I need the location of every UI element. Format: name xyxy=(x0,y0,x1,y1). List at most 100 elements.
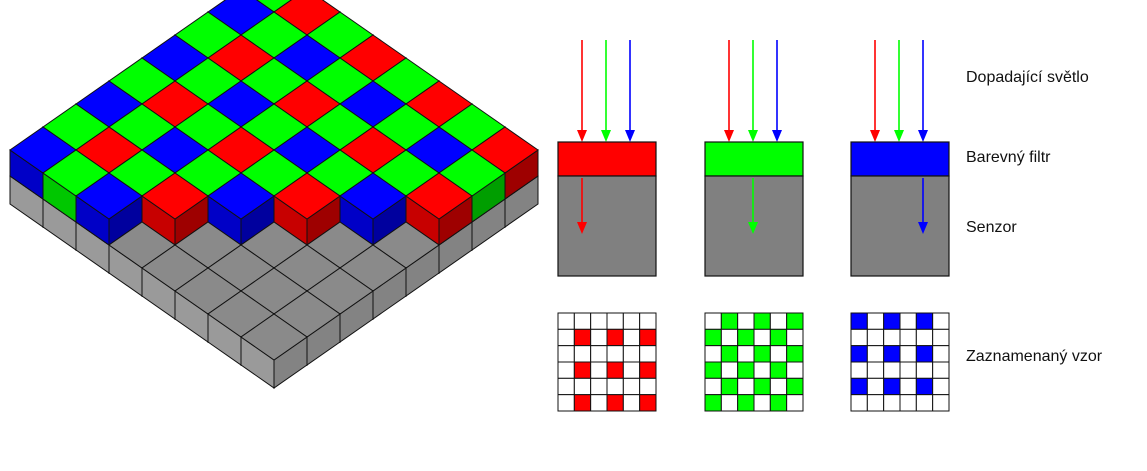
pattern-cell xyxy=(622,328,641,347)
recorded-pattern-grid xyxy=(704,312,804,412)
recorded-pattern-grid xyxy=(850,312,950,412)
pattern-cell xyxy=(639,312,657,330)
color-filter-block xyxy=(557,141,657,177)
pattern-cell xyxy=(932,361,950,379)
pattern-cell xyxy=(883,361,901,379)
pattern-cell xyxy=(786,345,804,363)
filter-columns xyxy=(557,40,950,412)
channel-red xyxy=(557,40,657,412)
pattern-cell xyxy=(590,328,608,347)
pattern-cell xyxy=(557,394,575,412)
channel-blue xyxy=(850,40,950,412)
incident-light-arrow xyxy=(772,40,782,142)
incident-light-arrow xyxy=(918,40,928,142)
pattern-cell xyxy=(639,394,657,412)
pattern-cell xyxy=(883,394,901,412)
pattern-cell xyxy=(866,394,885,412)
pattern-cell xyxy=(899,377,917,396)
pattern-cell xyxy=(606,328,624,347)
pattern-cell xyxy=(915,361,934,379)
pattern-cell xyxy=(883,345,901,363)
incident-light-arrow xyxy=(577,40,587,142)
pattern-cell xyxy=(737,328,755,347)
pattern-cell xyxy=(557,328,575,347)
pattern-cell xyxy=(606,394,624,412)
pattern-cell xyxy=(850,328,868,347)
pattern-cell xyxy=(932,328,950,347)
incident-light-arrow xyxy=(894,40,904,142)
pattern-cell xyxy=(737,377,755,396)
pattern-cell xyxy=(899,361,917,379)
pattern-cell xyxy=(786,361,804,379)
pattern-cell xyxy=(753,394,771,412)
color-filter-label: Barevný filtr xyxy=(966,149,1051,166)
pattern-cell xyxy=(720,394,739,412)
pattern-cell xyxy=(573,361,592,379)
pattern-cell xyxy=(573,312,592,330)
pattern-cell xyxy=(899,345,917,363)
bayer-mosaic-3d xyxy=(9,0,539,389)
pattern-cell xyxy=(639,377,657,396)
pattern-cell xyxy=(866,312,885,330)
pattern-cell xyxy=(704,377,722,396)
pattern-cell xyxy=(915,345,934,363)
pattern-cell xyxy=(573,394,592,412)
pattern-cell xyxy=(704,345,722,363)
pattern-cell xyxy=(769,345,788,363)
pattern-cell xyxy=(899,394,917,412)
pattern-cell xyxy=(720,328,739,347)
pattern-cell xyxy=(899,312,917,330)
pattern-cell xyxy=(753,312,771,330)
pattern-cell xyxy=(932,312,950,330)
pattern-cell xyxy=(590,361,608,379)
incident-light-arrow xyxy=(748,40,758,142)
recorded-pattern-grid xyxy=(557,312,657,412)
pattern-cell xyxy=(932,345,950,363)
incident-light-arrow xyxy=(601,40,611,142)
sensor-block xyxy=(850,175,950,277)
pattern-cell xyxy=(557,377,575,396)
pattern-cell xyxy=(899,328,917,347)
pattern-cell xyxy=(704,394,722,412)
pattern-cell xyxy=(850,361,868,379)
pattern-cell xyxy=(786,328,804,347)
sensor-pixel xyxy=(240,313,308,389)
pattern-cell xyxy=(753,361,771,379)
transmitted-light-arrow xyxy=(577,178,587,234)
pattern-cell xyxy=(704,361,722,379)
pattern-cell xyxy=(915,312,934,330)
pattern-cell xyxy=(786,312,804,330)
filter-pixel xyxy=(339,172,407,246)
pattern-cell xyxy=(737,394,755,412)
pattern-cell xyxy=(769,312,788,330)
pattern-cell xyxy=(769,328,788,347)
pattern-cell xyxy=(622,345,641,363)
pattern-cell xyxy=(639,361,657,379)
pattern-cell xyxy=(622,361,641,379)
pattern-cell xyxy=(590,312,608,330)
pattern-cell xyxy=(590,377,608,396)
sensor-label: Senzor xyxy=(966,219,1017,236)
pattern-cell xyxy=(866,345,885,363)
pattern-cell xyxy=(737,345,755,363)
channel-green xyxy=(704,40,804,412)
pattern-cell xyxy=(606,312,624,330)
pattern-cell xyxy=(704,328,722,347)
pattern-cell xyxy=(769,361,788,379)
pattern-cell xyxy=(622,312,641,330)
pattern-cell xyxy=(932,377,950,396)
pattern-cell xyxy=(850,312,868,330)
pattern-cell xyxy=(850,377,868,396)
pattern-cell xyxy=(769,377,788,396)
pattern-cell xyxy=(704,312,722,330)
pattern-cell xyxy=(622,377,641,396)
pattern-cell xyxy=(737,361,755,379)
filter-pixel xyxy=(207,172,275,246)
pattern-cell xyxy=(720,361,739,379)
color-filter-block xyxy=(704,141,804,177)
pattern-cell xyxy=(606,345,624,363)
pattern-cell xyxy=(557,312,575,330)
pattern-cell xyxy=(866,377,885,396)
pattern-cell xyxy=(753,377,771,396)
